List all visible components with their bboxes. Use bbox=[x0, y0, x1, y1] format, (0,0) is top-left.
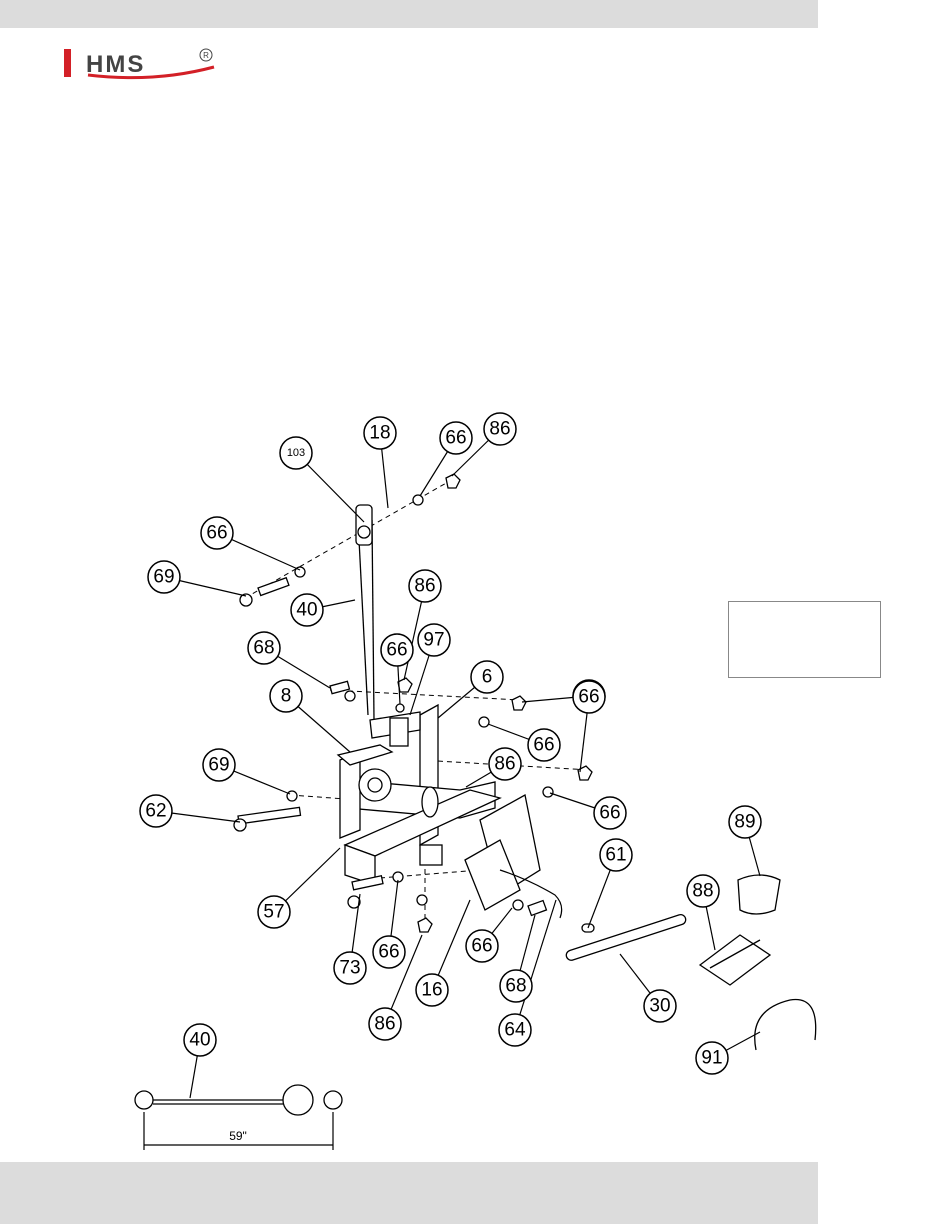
callout-number: 73 bbox=[339, 958, 360, 979]
footer-bar bbox=[0, 1162, 818, 1224]
part-callout-66: 66 bbox=[573, 681, 605, 713]
callout-number: 66 bbox=[445, 428, 466, 449]
callout-number: 61 bbox=[605, 845, 626, 866]
part-callout-68: 68 bbox=[500, 970, 532, 1002]
part-callout-57: 57 bbox=[258, 896, 290, 928]
part-callout-66: 66 bbox=[381, 634, 413, 666]
part-callout-30: 30 bbox=[644, 990, 676, 1022]
callout-number: 68 bbox=[253, 638, 274, 659]
callout-number: 57 bbox=[263, 902, 284, 923]
part-callout-86: 86 bbox=[369, 1008, 401, 1040]
part-callout-86: 86 bbox=[409, 570, 441, 602]
part-callout-66: 66 bbox=[466, 930, 498, 962]
callout-number: 18 bbox=[369, 423, 390, 444]
part-callout-97: 97 bbox=[418, 624, 450, 656]
callout-number: 66 bbox=[386, 640, 407, 661]
callout-number: 62 bbox=[145, 801, 166, 822]
part-callout-66: 66 bbox=[201, 517, 233, 549]
part-callout-89: 89 bbox=[729, 806, 761, 838]
callout-number: 66 bbox=[206, 523, 227, 544]
part-callout-66: 66 bbox=[373, 936, 405, 968]
part-callout-62: 62 bbox=[140, 795, 172, 827]
part-callout-61: 61 bbox=[600, 839, 632, 871]
part-callout-66: 66 bbox=[440, 422, 472, 454]
part-callout-103: 103 bbox=[280, 437, 312, 469]
callout-number: 103 bbox=[287, 447, 305, 459]
callout-number: 66 bbox=[471, 936, 492, 957]
part-callout-86: 86 bbox=[489, 748, 521, 780]
part-callout-16: 16 bbox=[416, 974, 448, 1006]
part-callout-68: 68 bbox=[248, 632, 280, 664]
callout-number: 16 bbox=[421, 980, 442, 1001]
callout-number: 40 bbox=[189, 1030, 210, 1051]
callout-number: 69 bbox=[208, 755, 229, 776]
callout-number: 30 bbox=[649, 996, 670, 1017]
callout-number: 86 bbox=[374, 1014, 395, 1035]
callout-number: 8 bbox=[281, 686, 292, 707]
cable-length-label: 59" bbox=[229, 1129, 247, 1143]
part-callout-8: 8 bbox=[270, 680, 302, 712]
part-callout-91: 91 bbox=[696, 1042, 728, 1074]
callout-number: 91 bbox=[701, 1048, 722, 1069]
callout-number: 86 bbox=[414, 576, 435, 597]
callout-number: 69 bbox=[153, 567, 174, 588]
callout-number: 66 bbox=[533, 735, 554, 756]
callout-number: 68 bbox=[505, 976, 526, 997]
part-callout-66: 66 bbox=[594, 797, 626, 829]
part-callout-88: 88 bbox=[687, 875, 719, 907]
callout-number: 97 bbox=[423, 630, 444, 651]
callout-number: 86 bbox=[494, 754, 515, 775]
callout-number: 89 bbox=[734, 812, 755, 833]
part-callout-73: 73 bbox=[334, 952, 366, 984]
part-callout-18: 18 bbox=[364, 417, 396, 449]
part-callout-6: 6 bbox=[471, 661, 503, 693]
part-callout-86: 86 bbox=[484, 413, 516, 445]
callout-number: 66 bbox=[378, 942, 399, 963]
part-callout-69: 69 bbox=[148, 561, 180, 593]
callout-number: 66 bbox=[599, 803, 620, 824]
part-callout-40: 40 bbox=[291, 594, 323, 626]
part-callout-64: 64 bbox=[499, 1014, 531, 1046]
callout-number: 40 bbox=[296, 600, 317, 621]
callout-number: 88 bbox=[692, 881, 713, 902]
part-callout-69: 69 bbox=[203, 749, 235, 781]
callout-number: 66 bbox=[578, 687, 599, 708]
part-callout-40: 40 bbox=[184, 1024, 216, 1056]
part-callout-66: 66 bbox=[528, 729, 560, 761]
callout-number: 64 bbox=[504, 1020, 526, 1041]
callout-number: 86 bbox=[489, 419, 510, 440]
callout-number: 6 bbox=[482, 667, 493, 688]
